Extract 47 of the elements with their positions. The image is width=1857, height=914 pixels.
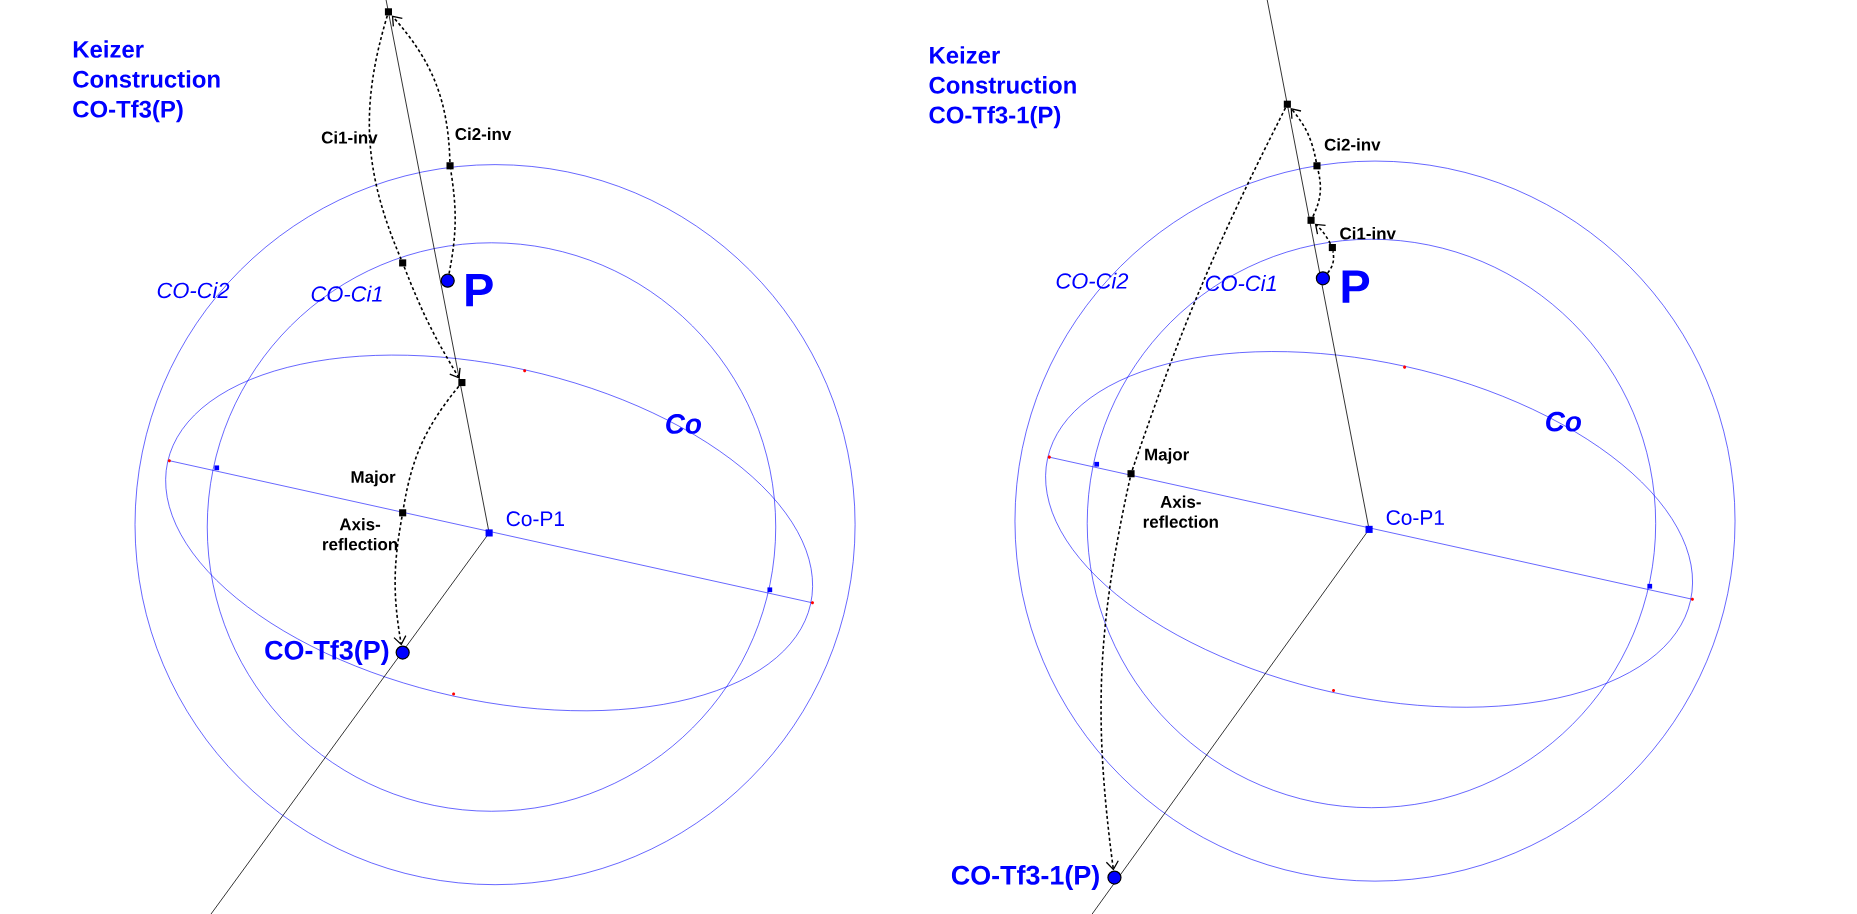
dashed-arc [1131, 107, 1287, 471]
point-marker [399, 259, 407, 267]
arrow [1314, 223, 1332, 245]
arrow [1290, 107, 1318, 163]
dashed-arc [1312, 168, 1322, 218]
point-marker [1313, 162, 1321, 170]
point-label: CO-Tf3-1(P) [951, 864, 1099, 890]
point-marker [1107, 870, 1122, 885]
dashed-arc [1326, 250, 1335, 274]
point-marker [395, 645, 410, 660]
center-label: Co-P1 [506, 511, 564, 526]
arrow [403, 265, 461, 379]
point-marker [1283, 100, 1291, 108]
center-label: Co-P1 [1386, 510, 1444, 525]
point-label: P [466, 273, 493, 307]
circle-label: CO-Ci2 [157, 281, 230, 299]
point-marker [458, 378, 466, 386]
point-label: P [1342, 270, 1370, 303]
point-label: CO-Tf3(P) [265, 639, 389, 665]
point-label: Axis-reflection [1143, 495, 1218, 528]
point-marker [399, 509, 407, 517]
point-marker [446, 162, 454, 170]
point-marker [1328, 243, 1336, 251]
title: Keizer Construction CO-Tf3-1(P) [929, 46, 1076, 129]
point-label: Ci1-inv [1340, 226, 1396, 240]
point-label: Ci1-inv [321, 131, 378, 144]
point-label: Axis-reflection [323, 517, 398, 551]
arrow [393, 515, 407, 646]
point-label: Major [351, 470, 396, 487]
point-marker [1127, 470, 1135, 478]
circle-label: CO-Ci2 [1056, 272, 1129, 289]
arrow [391, 15, 451, 163]
point-label: Ci2-inv [1324, 138, 1381, 151]
dashed-arc [402, 385, 460, 510]
arrow [1100, 476, 1131, 871]
title: Keizer Construction CO-Tf3(P) [73, 40, 220, 123]
point-marker [440, 273, 455, 288]
point-label: Ci2-inv [455, 127, 512, 140]
point-label: Major [1145, 447, 1189, 464]
point-marker [1307, 216, 1315, 224]
circle-label: CO-Ci1 [311, 285, 382, 302]
ellipse-label: Co [1546, 411, 1581, 432]
point-marker [384, 8, 392, 16]
ellipse-label: Co [666, 414, 702, 434]
dashed-arc [368, 14, 402, 260]
point-marker [1315, 271, 1330, 286]
circle-label: CO-Ci1 [1205, 274, 1276, 291]
